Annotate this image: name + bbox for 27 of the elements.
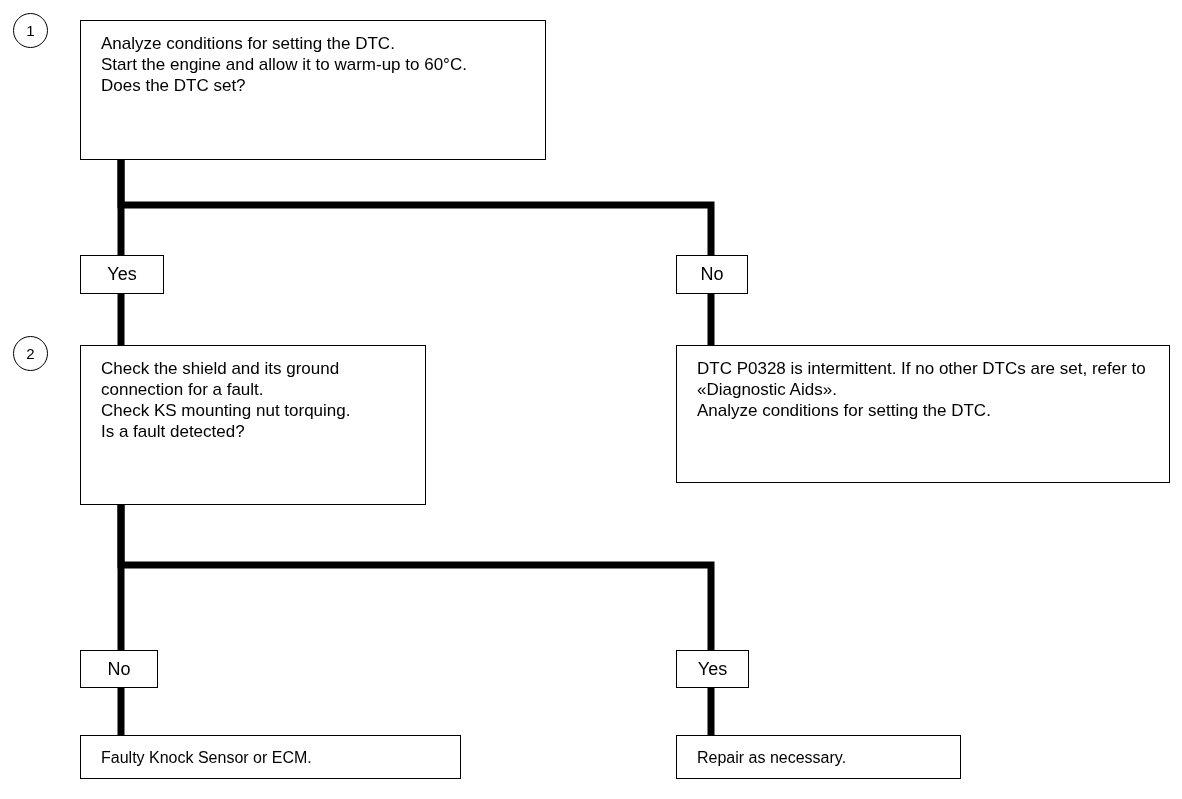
answer-box: Yes — [676, 650, 749, 688]
instruction-text: Faulty Knock Sensor or ECM. — [101, 748, 313, 768]
instruction-text: Analyze conditions for setting the DTC. — [697, 400, 992, 421]
flow-line — [117, 505, 715, 650]
flow-line — [117, 688, 125, 735]
instruction-text: Check KS mounting nut torquing. — [101, 400, 352, 421]
flow-line — [707, 688, 715, 735]
instruction-text: Is a fault detected? — [101, 421, 246, 442]
instruction-text: Start the engine and allow it to warm-up to 60°C. — [101, 54, 468, 75]
flow-line — [117, 294, 125, 345]
instruction-text: DTC P0328 is intermittent. If no other DTCs are set, refer to «Diagnostic Aids». — [697, 358, 1147, 400]
result-box — [676, 735, 961, 779]
step-number-circle: 2 — [13, 336, 48, 371]
result-box — [80, 735, 461, 779]
process-box — [80, 20, 546, 160]
flow-line — [707, 294, 715, 345]
instruction-text: Check the shield and its ground connection for a fault. — [101, 358, 341, 400]
flow-line — [117, 160, 715, 255]
process-box — [676, 345, 1170, 483]
instruction-text: Repair as necessary. — [697, 748, 848, 768]
process-box — [80, 345, 426, 505]
answer-box: No — [676, 255, 748, 294]
instruction-text: Analyze conditions for setting the DTC. — [101, 33, 396, 54]
instruction-text: Does the DTC set? — [101, 75, 247, 96]
answer-box: No — [80, 650, 158, 688]
step-number-circle: 1 — [13, 13, 48, 48]
answer-box: Yes — [80, 255, 164, 294]
